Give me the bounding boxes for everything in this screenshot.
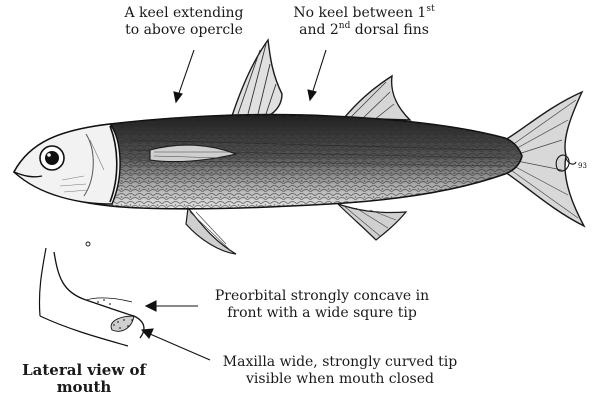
signature-year: 93 bbox=[578, 162, 587, 170]
pelvic-fin bbox=[186, 208, 236, 254]
mouth-lateral-view bbox=[39, 242, 143, 346]
label-lateral-view: Lateral view of mouth bbox=[10, 362, 158, 396]
label-keel-opercle: A keel extending to above opercle bbox=[116, 5, 252, 39]
label-maxilla: Maxilla wide, strongly curved tip visibl… bbox=[208, 354, 472, 388]
label-no-keel-dorsal: No keel between 1st and 2nd dorsal fins bbox=[280, 5, 448, 39]
label-preorbital: Preorbital strongly concave in front wit… bbox=[196, 288, 448, 322]
second-dorsal-fin bbox=[344, 76, 410, 120]
